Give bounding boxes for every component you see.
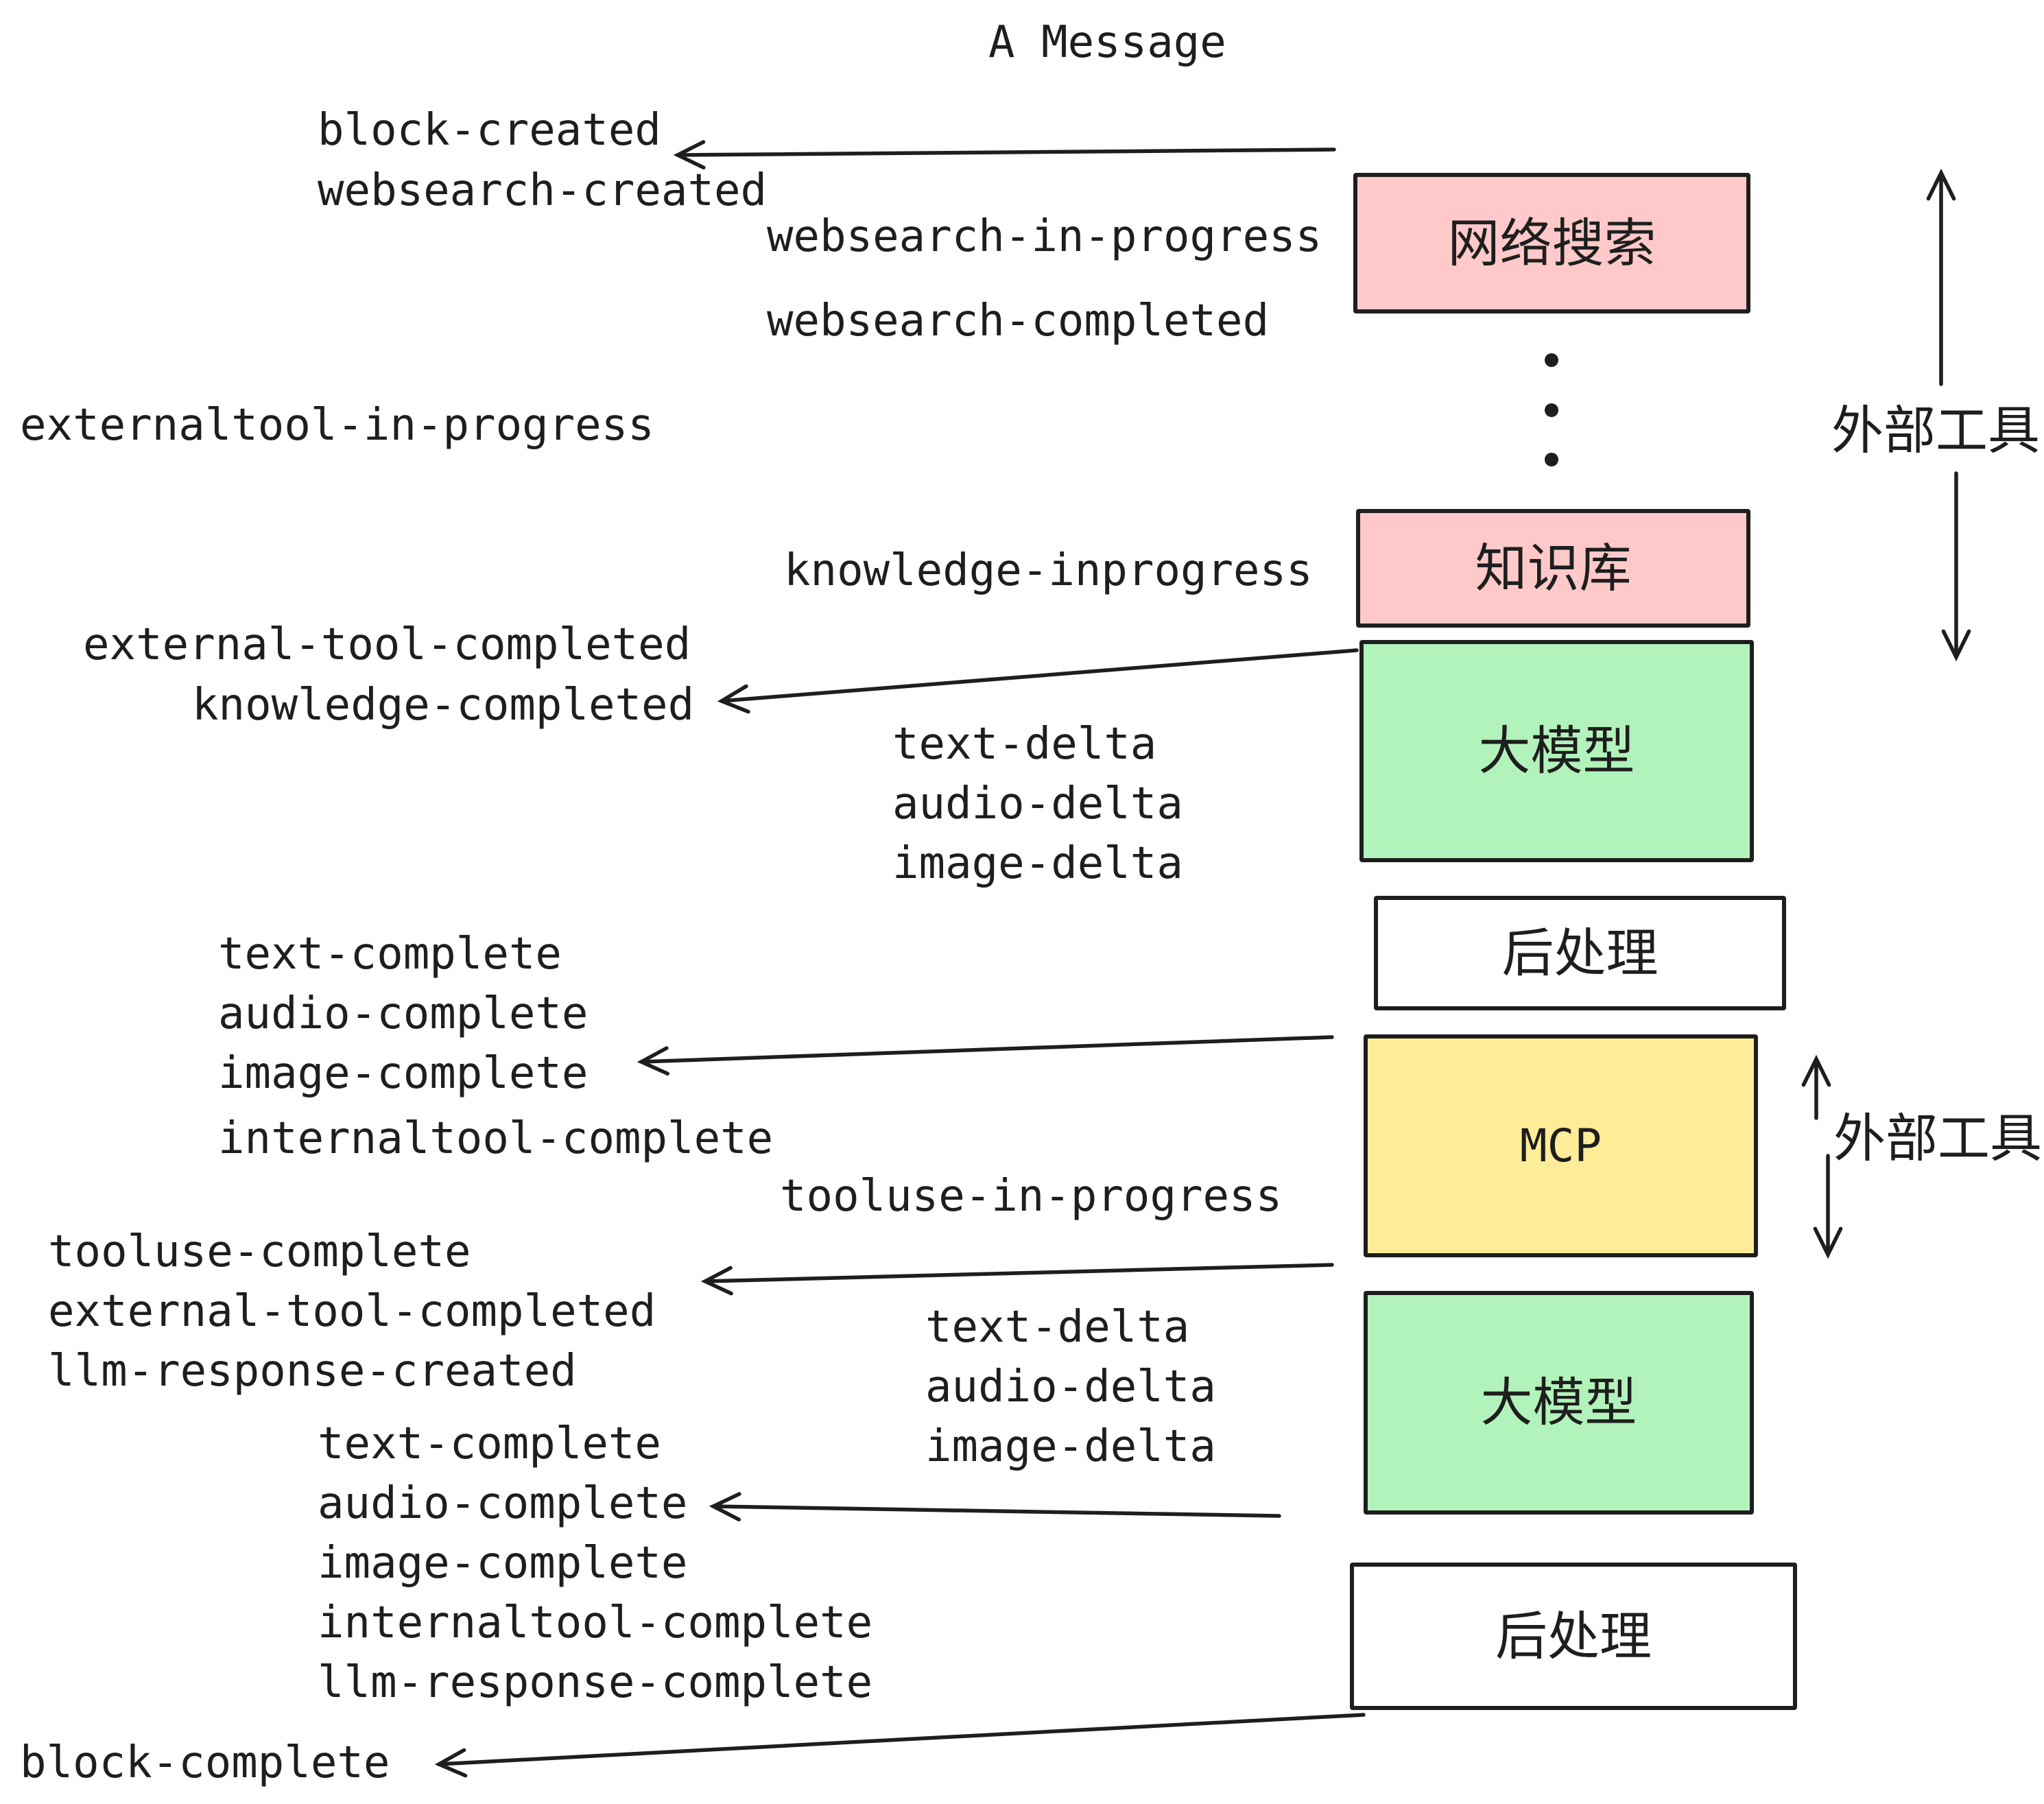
event-tooluse-complete: tooluse-complete — [48, 1226, 471, 1277]
event-block-created: block-created — [318, 105, 661, 156]
label-external-tools-bottom: 外部工具 — [1833, 1108, 2042, 1169]
event-text-complete: text-complete — [218, 929, 562, 980]
event-audio-delta: audio-delta — [892, 779, 1183, 829]
box-websearch-label: 网络搜索 — [1447, 212, 1656, 274]
arrow-audio-complete-head — [709, 1492, 741, 1522]
box-websearch: 网络搜索 — [1353, 173, 1750, 313]
event-text-complete-2: text-complete — [318, 1419, 661, 1469]
arrow-audio-complete — [711, 1504, 1281, 1518]
event-websearch-in-progress: websearch-in-progress — [767, 211, 1322, 262]
event-websearch-completed: websearch-completed — [767, 296, 1270, 346]
label-external-tools-top: 外部工具 — [1831, 400, 2040, 461]
box-knowledge-label: 知识库 — [1475, 537, 1632, 599]
box-postprocess-2: 后处理 — [1350, 1563, 1797, 1710]
box-llm-2: 大模型 — [1364, 1291, 1754, 1515]
arrow-tooluse-complete — [703, 1263, 1334, 1283]
arrow-tooluse-complete-head — [700, 1266, 733, 1296]
box-postprocess-1: 后处理 — [1374, 896, 1786, 1010]
event-audio-delta-2: audio-delta — [925, 1362, 1216, 1412]
box-llm-1-label: 大模型 — [1478, 720, 1635, 781]
event-audio-complete: audio-complete — [218, 988, 589, 1039]
arrow-knowledge-completed-head — [717, 684, 750, 714]
arrow-knowledge-completed — [720, 648, 1359, 703]
event-text-delta: text-delta — [892, 719, 1157, 770]
arrow-block-complete — [437, 1713, 1366, 1766]
arrow-block-created — [676, 147, 1336, 157]
arrow-external-tools-down-1-head — [1941, 629, 1971, 662]
box-llm-2-label: 大模型 — [1480, 1372, 1637, 1433]
diagram-title: A Message — [988, 17, 1226, 68]
box-postprocess-2-label: 后处理 — [1495, 1605, 1652, 1667]
event-websearch-created: websearch-created — [318, 165, 768, 216]
box-knowledge: 知识库 — [1356, 509, 1750, 628]
event-block-complete: block-complete — [20, 1737, 390, 1788]
box-mcp: MCP — [1364, 1034, 1758, 1257]
event-image-complete: image-complete — [218, 1048, 589, 1099]
event-image-delta-2: image-delta — [925, 1421, 1216, 1472]
arrow-block-complete-head — [434, 1748, 468, 1778]
arrow-external-tools-up-1-head — [1926, 168, 1956, 201]
event-internaltool-complete-2: internaltool-complete — [318, 1598, 873, 1648]
event-image-complete-2: image-complete — [318, 1538, 688, 1589]
event-external-tool-completed-2: external-tool-completed — [48, 1286, 656, 1337]
event-image-delta: image-delta — [892, 838, 1183, 889]
event-knowledge-inprogress: knowledge-inprogress — [784, 545, 1313, 596]
box-postprocess-1-label: 后处理 — [1501, 922, 1659, 984]
box-llm-1: 大模型 — [1359, 640, 1754, 862]
arrow-image-complete — [639, 1035, 1334, 1064]
arrow-external-tools-up-2-head — [1801, 1054, 1831, 1087]
arrow-image-complete-head — [637, 1046, 670, 1076]
box-mcp-label: MCP — [1519, 1119, 1602, 1172]
event-text-delta-2: text-delta — [925, 1302, 1190, 1353]
event-tooluse-in-progress: tooluse-in-progress — [780, 1171, 1283, 1222]
event-external-tool-completed: external-tool-completed — [83, 619, 691, 670]
event-internaltool-complete: internaltool-complete — [218, 1113, 774, 1164]
event-llm-response-created: llm-response-created — [48, 1346, 577, 1397]
event-llm-response-complete: llm-response-complete — [318, 1657, 873, 1708]
event-externaltool-in-progress: externaltool-in-progress — [20, 400, 654, 451]
arrow-external-tools-down-2-head — [1813, 1226, 1843, 1259]
event-audio-complete-2: audio-complete — [318, 1478, 688, 1529]
ellipsis-dots-icon — [1545, 353, 1558, 466]
event-knowledge-completed: knowledge-completed — [192, 680, 695, 731]
arrow-block-created-head — [673, 140, 706, 170]
